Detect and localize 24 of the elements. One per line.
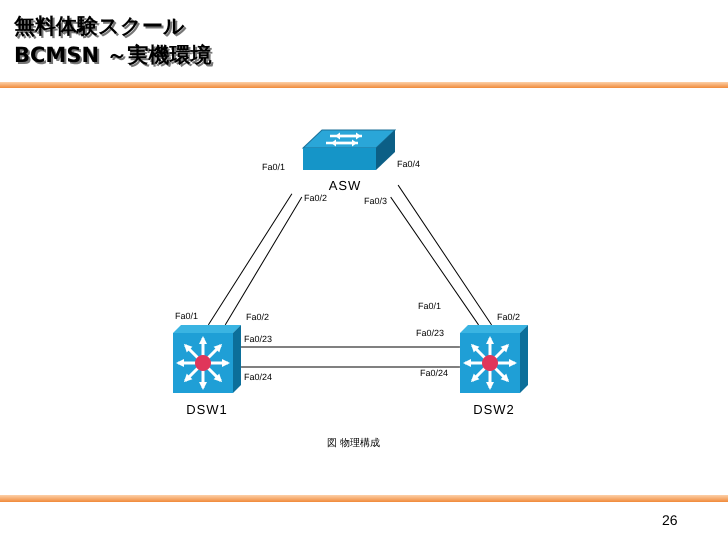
device-label: ASW xyxy=(328,178,362,193)
port-label: Fa0/1 xyxy=(418,301,442,312)
port-label: Fa0/24 xyxy=(244,372,272,383)
page-number: 26 xyxy=(662,512,678,528)
port-label: Fa0/23 xyxy=(244,334,272,345)
port-label: Fa0/2 xyxy=(304,193,328,204)
port-label: Fa0/23 xyxy=(416,328,444,339)
figure-caption: 図 物理構成 xyxy=(327,438,380,450)
port-label: Fa0/1 xyxy=(175,311,198,322)
port-label: Fa0/24 xyxy=(420,368,448,379)
cable-line xyxy=(208,193,292,326)
port-label: Fa0/2 xyxy=(246,312,270,323)
device-label: DSW2 xyxy=(472,402,516,417)
port-label: Fa0/4 xyxy=(397,159,420,170)
port-label: Fa0/3 xyxy=(364,196,388,207)
cable-line xyxy=(240,346,460,348)
cable-line xyxy=(224,196,302,326)
device-label: DSW1 xyxy=(185,402,229,417)
cable-line xyxy=(398,184,492,326)
cable-line xyxy=(390,196,480,326)
port-label: Fa0/1 xyxy=(262,162,286,173)
slide-title: 無料体験スクール BCMSN ～実機環境 xyxy=(14,13,212,69)
port-label: Fa0/2 xyxy=(497,312,520,323)
cable-line xyxy=(240,366,460,368)
